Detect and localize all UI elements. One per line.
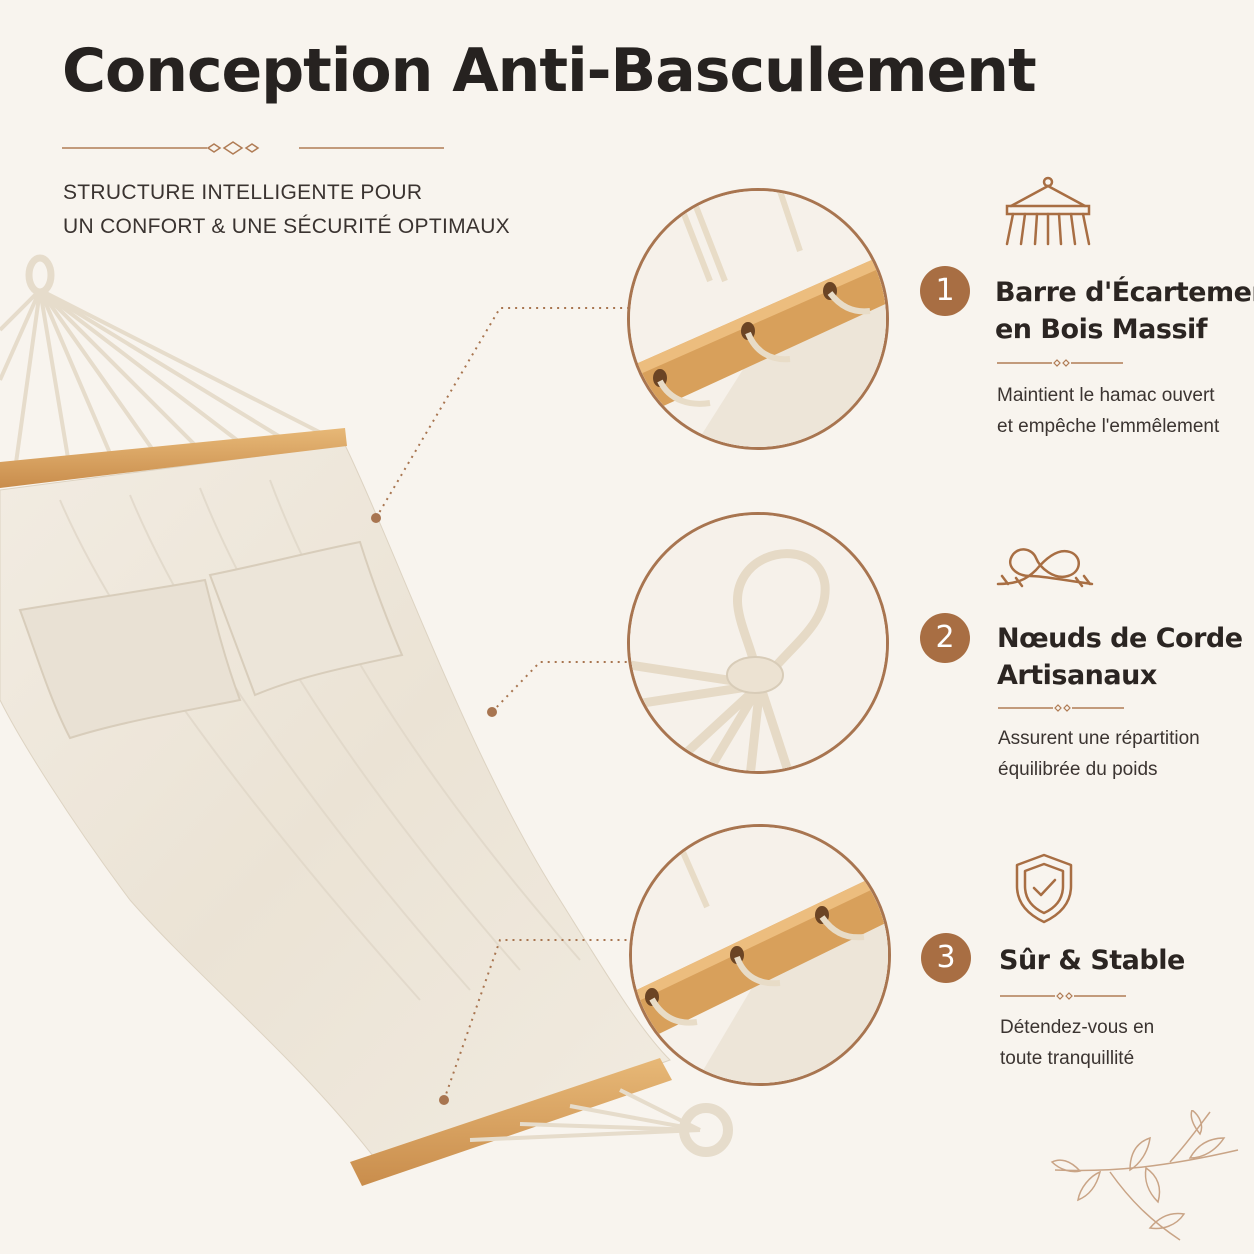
feature-2-title-line-2: Artisanaux <box>997 660 1157 691</box>
detail-wood-bar <box>627 188 889 450</box>
spreader-bar-icon <box>1005 176 1091 246</box>
feature-3-divider <box>1000 992 1126 1000</box>
top-ropes <box>0 288 336 471</box>
detail-rope-knot <box>627 512 889 774</box>
feature-2-desc-line-1: Assurent une répartition <box>998 728 1200 749</box>
page-title: Conception Anti-Basculement <box>62 36 1037 106</box>
feature-1-divider <box>997 359 1123 367</box>
shield-check-icon <box>1015 853 1073 924</box>
top-loop <box>25 254 55 296</box>
feature-1-desc-line-1: Maintient le hamac ouvert <box>997 385 1215 406</box>
subtitle-line-2: UN CONFORT & UNE SÉCURITÉ OPTIMAUX <box>63 215 510 238</box>
feature-3-desc-line-1: Détendez-vous en <box>1000 1017 1155 1038</box>
feature-1-desc-line-2: et empêche l'emmêlement <box>997 416 1220 437</box>
feature-2-description: Assurent une répartition équilibrée du p… <box>998 723 1200 785</box>
subtitle-line-1: STRUCTURE INTELLIGENTE POUR <box>63 181 423 204</box>
feature-3-description: Détendez-vous en toute tranquillité <box>1000 1012 1154 1074</box>
feature-2-number: 2 <box>920 613 970 663</box>
pillow-right <box>208 540 404 697</box>
bottom-spreader-bar <box>350 1058 672 1186</box>
feature-3-desc-line-2: toute tranquillité <box>1000 1048 1135 1069</box>
feature-2-title-line-1: Nœuds de Corde <box>997 623 1243 654</box>
feature-2-divider <box>998 704 1124 712</box>
feature-2-title: Nœuds de Corde Artisanaux <box>997 620 1243 694</box>
title-divider <box>62 141 444 155</box>
subtitle: STRUCTURE INTELLIGENTE POUR UN CONFORT &… <box>63 176 510 244</box>
feature-2-desc-line-2: équilibrée du poids <box>998 759 1158 780</box>
feature-1-number: 1 <box>920 266 970 316</box>
feature-1-title-line-1: Barre d'Écartement <box>995 277 1254 308</box>
feature-3-title: Sûr & Stable <box>999 942 1185 979</box>
feature-3-title-line-1: Sûr & Stable <box>999 945 1185 976</box>
leaf-branch-icon <box>1050 1110 1239 1241</box>
top-spreader-bar <box>0 428 347 488</box>
rope-knot-icon <box>996 548 1094 588</box>
bottom-loop <box>679 1103 733 1157</box>
feature-1-title: Barre d'Écartement en Bois Massif <box>995 274 1254 348</box>
detail-bottom-bar <box>629 824 891 1086</box>
feature-1-title-line-2: en Bois Massif <box>995 314 1208 345</box>
feature-3-number: 3 <box>921 933 971 983</box>
pillow-left <box>18 578 242 740</box>
feature-1-description: Maintient le hamac ouvert et empêche l'e… <box>997 380 1219 442</box>
